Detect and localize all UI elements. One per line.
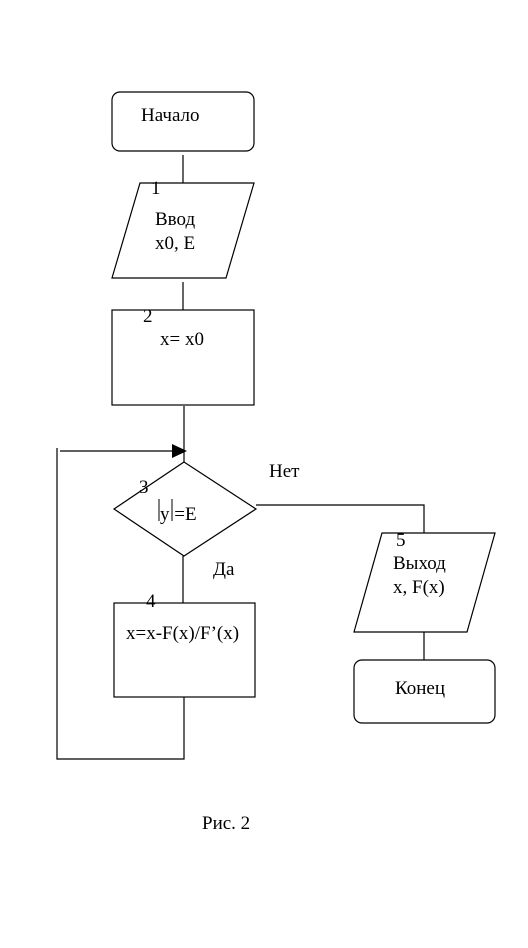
decision-number: 3 [139, 477, 149, 498]
connectors [56, 155, 425, 760]
input-shape [111, 182, 255, 279]
input-number: 1 [151, 178, 161, 199]
end-shape [353, 659, 496, 724]
end-block: Конец [353, 659, 496, 724]
assign-label: x= x0 [160, 329, 204, 350]
decision-label: y =E [160, 504, 197, 525]
end-label: Конец [395, 678, 445, 699]
input-label-line2: x0, E [155, 233, 195, 254]
branch-yes-label: Да [213, 559, 235, 580]
decision-block: 3 y =E [112, 461, 258, 557]
output-block: 5 Выход x, F(x) [353, 530, 496, 633]
branch-no-label: Нет [269, 461, 300, 482]
connector-loop-back [56, 448, 185, 760]
assign-shape [111, 309, 255, 406]
output-number: 5 [396, 530, 406, 551]
newton-label: x=x-F(x)/F’(x) [126, 623, 239, 644]
start-block: Начало [111, 91, 255, 152]
decision-shape [112, 461, 258, 557]
input-block: 1 Ввод x0, E [111, 178, 255, 279]
connector-decision-output [256, 504, 425, 533]
output-shape [353, 532, 496, 633]
start-label: Начало [141, 105, 200, 126]
figure-caption: Рис. 2 [202, 813, 250, 834]
assign-block: 2 x= x0 [111, 306, 255, 406]
newton-number: 4 [146, 591, 156, 612]
start-shape [111, 91, 255, 152]
loop-arrowhead-icon [172, 444, 187, 458]
output-label-line1: Выход [393, 553, 446, 574]
assign-number: 2 [143, 306, 153, 327]
newton-block: 4 x=x-F(x)/F’(x) [113, 591, 256, 698]
output-label-line2: x, F(x) [393, 577, 445, 598]
newton-shape [113, 602, 256, 698]
input-label-line1: Ввод [155, 209, 195, 230]
